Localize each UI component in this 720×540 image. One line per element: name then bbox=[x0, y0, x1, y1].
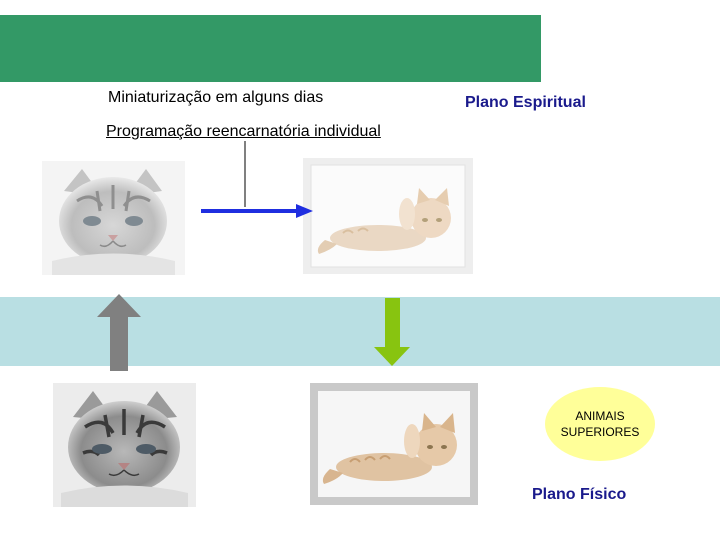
physical-plane-label: Plano Físico bbox=[532, 486, 626, 504]
ellipse-line-1: ANIMAIS bbox=[561, 408, 640, 424]
blue-arrow bbox=[201, 204, 313, 218]
superior-animals-ellipse: ANIMAIS SUPERIORES bbox=[545, 387, 655, 461]
green-down-arrow bbox=[374, 298, 410, 366]
gray-up-arrow bbox=[97, 294, 141, 371]
ellipse-line-2: SUPERIORES bbox=[561, 424, 640, 440]
